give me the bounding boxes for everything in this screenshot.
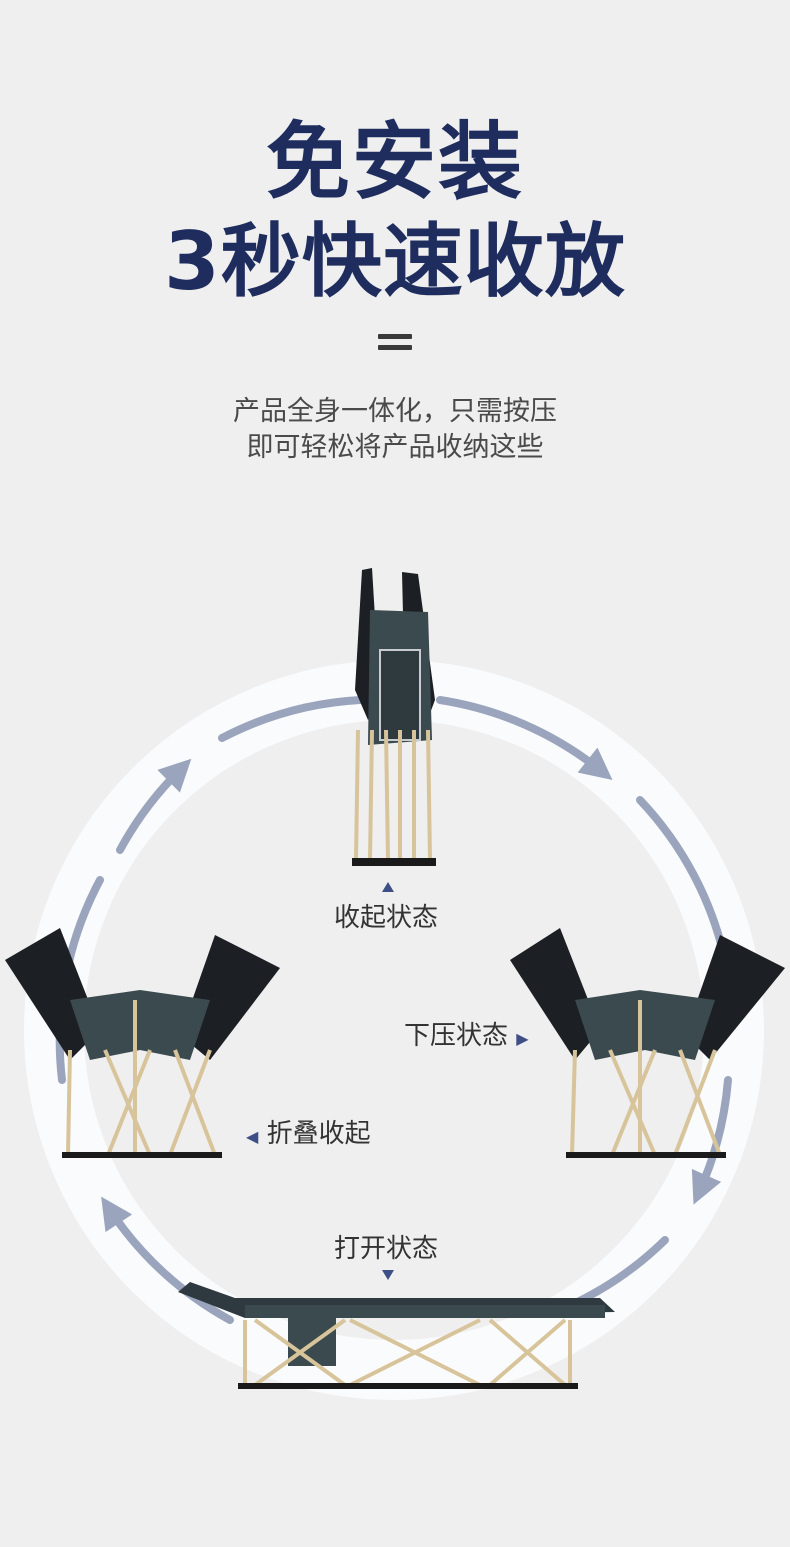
- folded-cot-image: [352, 568, 436, 866]
- title-line-2: 3秒快速收放: [164, 215, 626, 308]
- description-line-2: 即可轻松将产品收纳这些: [246, 432, 544, 463]
- equals-icon: [378, 334, 412, 352]
- left-arrow-icon: ◀: [246, 1127, 259, 1146]
- fold-cycle-diagram: [5, 568, 785, 1400]
- up-arrow-icon: [382, 882, 394, 892]
- state-label-folding: ◀ 折叠收起: [246, 1118, 371, 1153]
- folding-cot-image: [5, 928, 280, 1158]
- arc-arrow-upper-left: [116, 758, 192, 854]
- state-label-folded: 收起状态: [334, 903, 439, 933]
- state-label-pressing-text: 下压状态: [404, 1021, 509, 1051]
- open-cot-image: [178, 1282, 615, 1389]
- pressing-cot-image: [510, 928, 785, 1158]
- state-label-folding-text: 折叠收起: [266, 1119, 371, 1149]
- arc-arrow-bottom-left: [101, 1196, 234, 1324]
- arc-arrow-top-right: [436, 696, 613, 780]
- state-label-open: 打开状态: [334, 1234, 439, 1264]
- state-label-pressing: 下压状态 ▶: [404, 1020, 529, 1055]
- description-line-1: 产品全身一体化，只需按压: [233, 396, 557, 427]
- arc-arrow-top-left: [218, 696, 364, 742]
- title-line-1: 免安装: [265, 113, 524, 211]
- arc-arrow-lower-right: [691, 1076, 732, 1205]
- down-arrow-icon: [382, 1270, 394, 1280]
- right-arrow-icon: ▶: [516, 1029, 529, 1048]
